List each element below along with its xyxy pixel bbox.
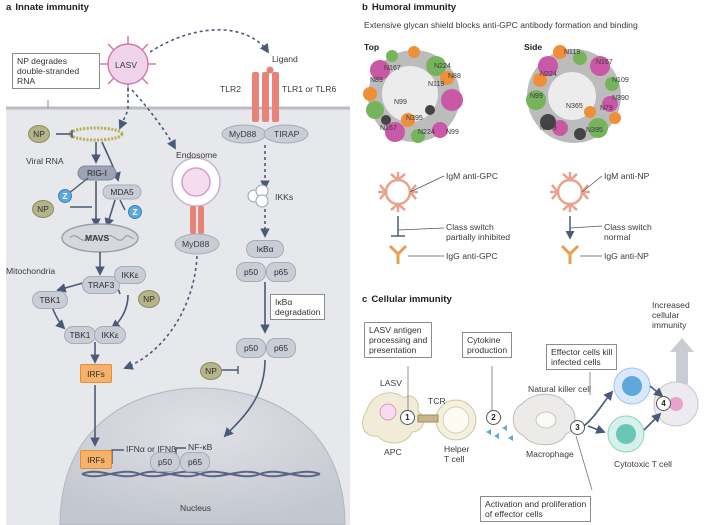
igm-np-shape [550,172,590,212]
panel-b-subtitle: Extensive glycan shield blocks anti-GPC … [364,20,638,30]
panel-c-letter: c [362,294,368,305]
ikba-protein: IκBα [246,240,284,258]
glycan-label-top: N167 [384,65,401,72]
irfs-box-1: IRFs [80,364,112,383]
effector-kill-box: Effector cells kill infected cells [546,344,618,370]
igm-np-label: IgM anti-NP [604,171,650,181]
lasv-label-a: LASV [115,60,137,70]
glycan-label-top: N395 [406,115,423,122]
nfkb-label: NF-κB [188,442,213,452]
glycan-label-top: N89 [370,77,383,84]
panel-c-title: Cellular immunity [371,294,452,305]
myd88-tlr-label: MyD88 [229,129,257,139]
ikke-protein-2: IKKε [94,326,126,344]
ikba-degradation-label: IκBα degradation [270,294,326,320]
glycan-label-side: N395 [586,127,603,134]
panel-b-title: Humoral immunity [371,2,457,13]
glycan-label-top: N224 [418,129,435,136]
p50-protein-c: p50 [150,452,180,472]
igg-np-label: IgG anti-NP [604,251,649,261]
panel-a-title: Innate immunity [15,2,89,13]
p65-protein-c: p65 [180,452,210,472]
tbk1-protein-b: TBK1 [64,326,96,344]
ikks-label: IKKs [275,192,294,202]
top-view-label: Top [364,42,380,52]
glycan-label-top: N99 [394,99,407,106]
side-view-label: Side [524,42,543,52]
z-protein-1: Z [58,189,72,203]
cytokine-box: Cytokine production [462,332,513,358]
step-2-marker: 2 [486,410,501,425]
ligand-label: Ligand [272,54,298,64]
mavs-label: MAVS [85,233,110,243]
nucleus-label: Nucleus [180,503,212,513]
glycan-label-side: N390 [612,95,629,102]
tlr1-tlr6-label: TLR1 or TLR6 [282,84,337,94]
mitochondria-label: Mitochondria [6,266,56,276]
step-3-marker: 3 [570,420,585,435]
glycan-label-top: N167 [380,125,397,132]
macrophage-label: Macrophage [526,449,574,459]
p50-protein-b: p50 [236,338,266,358]
glycan-label-top: N99 [446,129,459,136]
p65-protein-b: p65 [266,338,296,358]
ikke-protein-1: IKKε [114,266,146,284]
panel-b-letter: b [362,2,368,13]
rig-i-protein: RIG-I [86,168,107,178]
lasv-antigen-box: LASV antigen processing and presentation [364,322,433,358]
np-degrades-note: NP degrades double-stranded RNA [12,53,100,89]
np-protein-4: NP [200,362,222,380]
np-protein-3: NP [138,290,160,308]
glycan-label-side: N119 [564,49,581,56]
ifn-label: IFNα or IFNβ [126,444,177,454]
nk-cell-label: Natural killer cell [528,384,592,394]
glycan-label-side: N167 [596,59,613,66]
class-switch-normal-label: Class switch normal [604,222,652,242]
igm-gpc-shape [378,172,418,212]
increased-immunity-label: Increased cellular immunity [652,300,690,330]
cytotoxic-t-cell-label: Cytotoxic T cell [614,459,672,469]
step-1-marker: 1 [400,410,415,425]
endosome-label: Endosome [176,150,218,160]
class-switch-inhibited-label: Class switch partially inhibited [446,222,511,242]
glycan-label-side: N224 [540,71,557,78]
gpc-top-view [363,46,463,143]
traf3-protein: TRAF3 [82,276,120,294]
np-protein-1: NP [28,125,50,143]
glycan-label-side: N79 [600,105,613,112]
igg-gpc-label: IgG anti-GPC [446,251,498,261]
tlr2-label: TLR2 [220,84,242,94]
glycan-label-side: N99 [530,93,543,100]
tcr-label: TCR [428,396,446,406]
glycan-label-top: N88 [448,73,461,80]
z-protein-2: Z [128,205,142,219]
p50-protein-a: p50 [236,262,266,282]
myd88-endosome-label: MyD88 [182,239,210,249]
apc-label: APC [384,447,402,457]
lasv-label-c: LASV [380,378,402,388]
glycan-label-top: N224 [434,63,451,70]
p65-protein-a: p65 [266,262,296,282]
helper-t-cell-label: Helper T cell [444,444,470,464]
igm-gpc-label: IgM anti-GPC [446,171,499,181]
panel-a-letter: a [6,2,12,13]
activation-box: Activation and proliferation of effector… [480,496,592,522]
mda5-protein: MDA5 [110,187,134,197]
np-protein-2: NP [32,200,54,218]
step-4-marker: 4 [656,396,671,411]
irfs-box-2: IRFs [80,450,112,469]
tbk1-protein-a: TBK1 [32,291,68,309]
viral-rna-label: Viral RNA [26,156,64,166]
gpc-side-view [526,45,621,143]
glycan-label-side: N365 [566,103,583,110]
glycan-label-side: N109 [612,77,629,84]
glycan-label-side: N373 [540,125,557,132]
glycan-label-top: N119 [428,81,445,88]
tirap-label: TIRAP [274,129,300,139]
